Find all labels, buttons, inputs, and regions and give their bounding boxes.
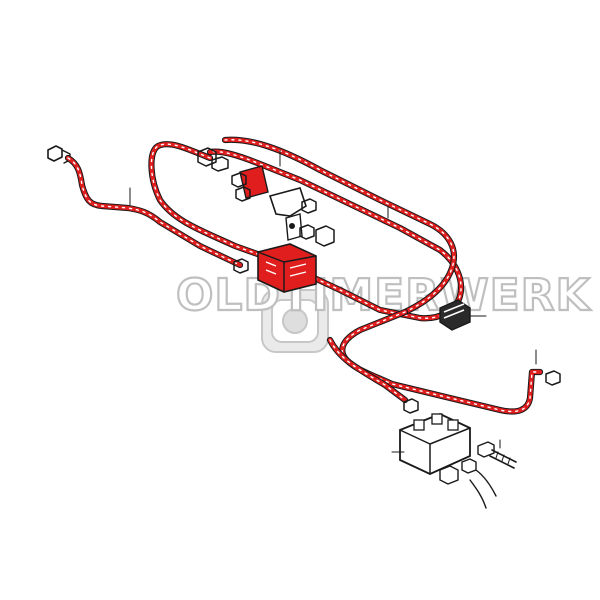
fuel-line-front [64,154,244,269]
banjo-fittings [197,147,561,414]
watermark-emblem [261,289,329,353]
fuel-line-lower [339,308,544,415]
rubber-mount [439,299,471,331]
fuel-line-main [148,141,465,322]
fuel-filter-bracket [257,243,317,293]
fuel-line-branch [326,336,409,404]
leader-lines [129,149,537,453]
fuel-line-upper [221,136,458,316]
fuel-pump [399,413,497,509]
upper-bracket [239,165,307,241]
mounting-bolt [477,441,517,469]
